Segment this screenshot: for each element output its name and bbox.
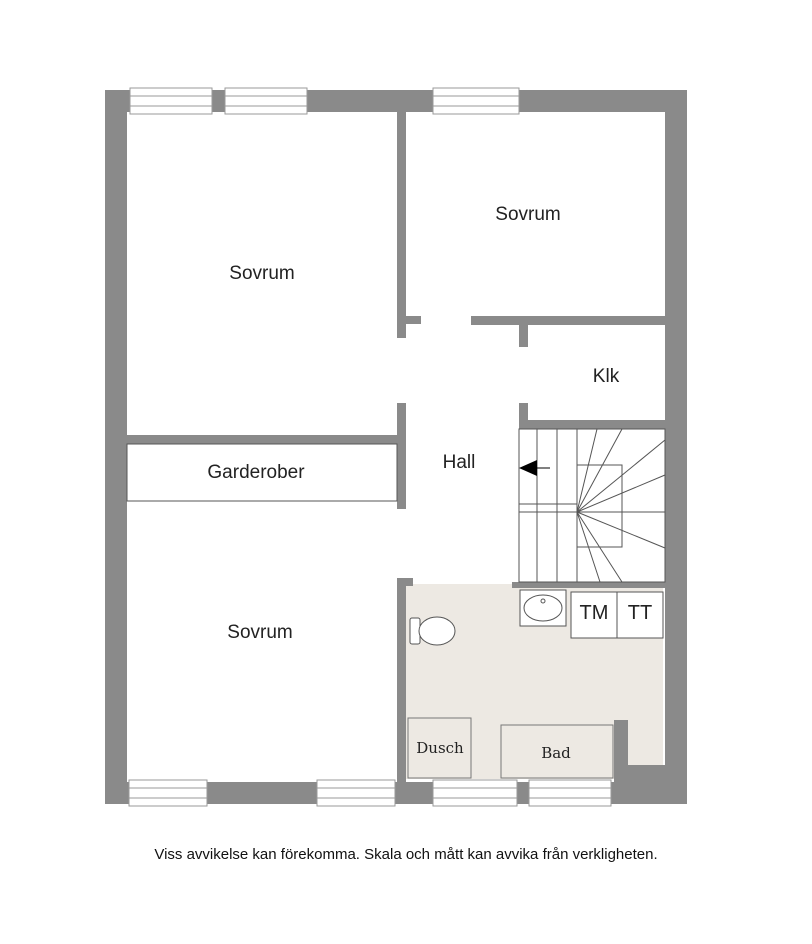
room-label-closet: Klk: [593, 366, 620, 387]
toilet-icon: [409, 616, 456, 646]
sink-icon: [519, 589, 567, 627]
windows: [128, 87, 612, 807]
room-label-bedroom-top-right: Sovrum: [495, 204, 560, 225]
laundry-machines: [570, 591, 664, 639]
room-label-wardrobes: Garderober: [207, 462, 305, 483]
interior-walls: [127, 112, 665, 782]
room-label-bedroom-top-left: Sovrum: [229, 263, 294, 284]
staircase: [518, 428, 666, 583]
label-bathtub: Bad: [541, 744, 571, 762]
label-washing-machine: TM: [580, 602, 609, 624]
disclaimer-text: Viss avvikelse kan förekomma. Skala och …: [154, 846, 658, 863]
bathtub-outline: [500, 724, 614, 779]
label-dryer: TT: [628, 602, 652, 624]
shower-outline: [407, 717, 472, 779]
wardrobe-outline: [126, 443, 398, 502]
label-shower: Dusch: [416, 739, 464, 757]
room-label-hall: Hall: [443, 452, 476, 473]
stair-arrow-icon: [519, 460, 537, 476]
room-label-bedroom-bottom-left: Sovrum: [227, 622, 292, 643]
